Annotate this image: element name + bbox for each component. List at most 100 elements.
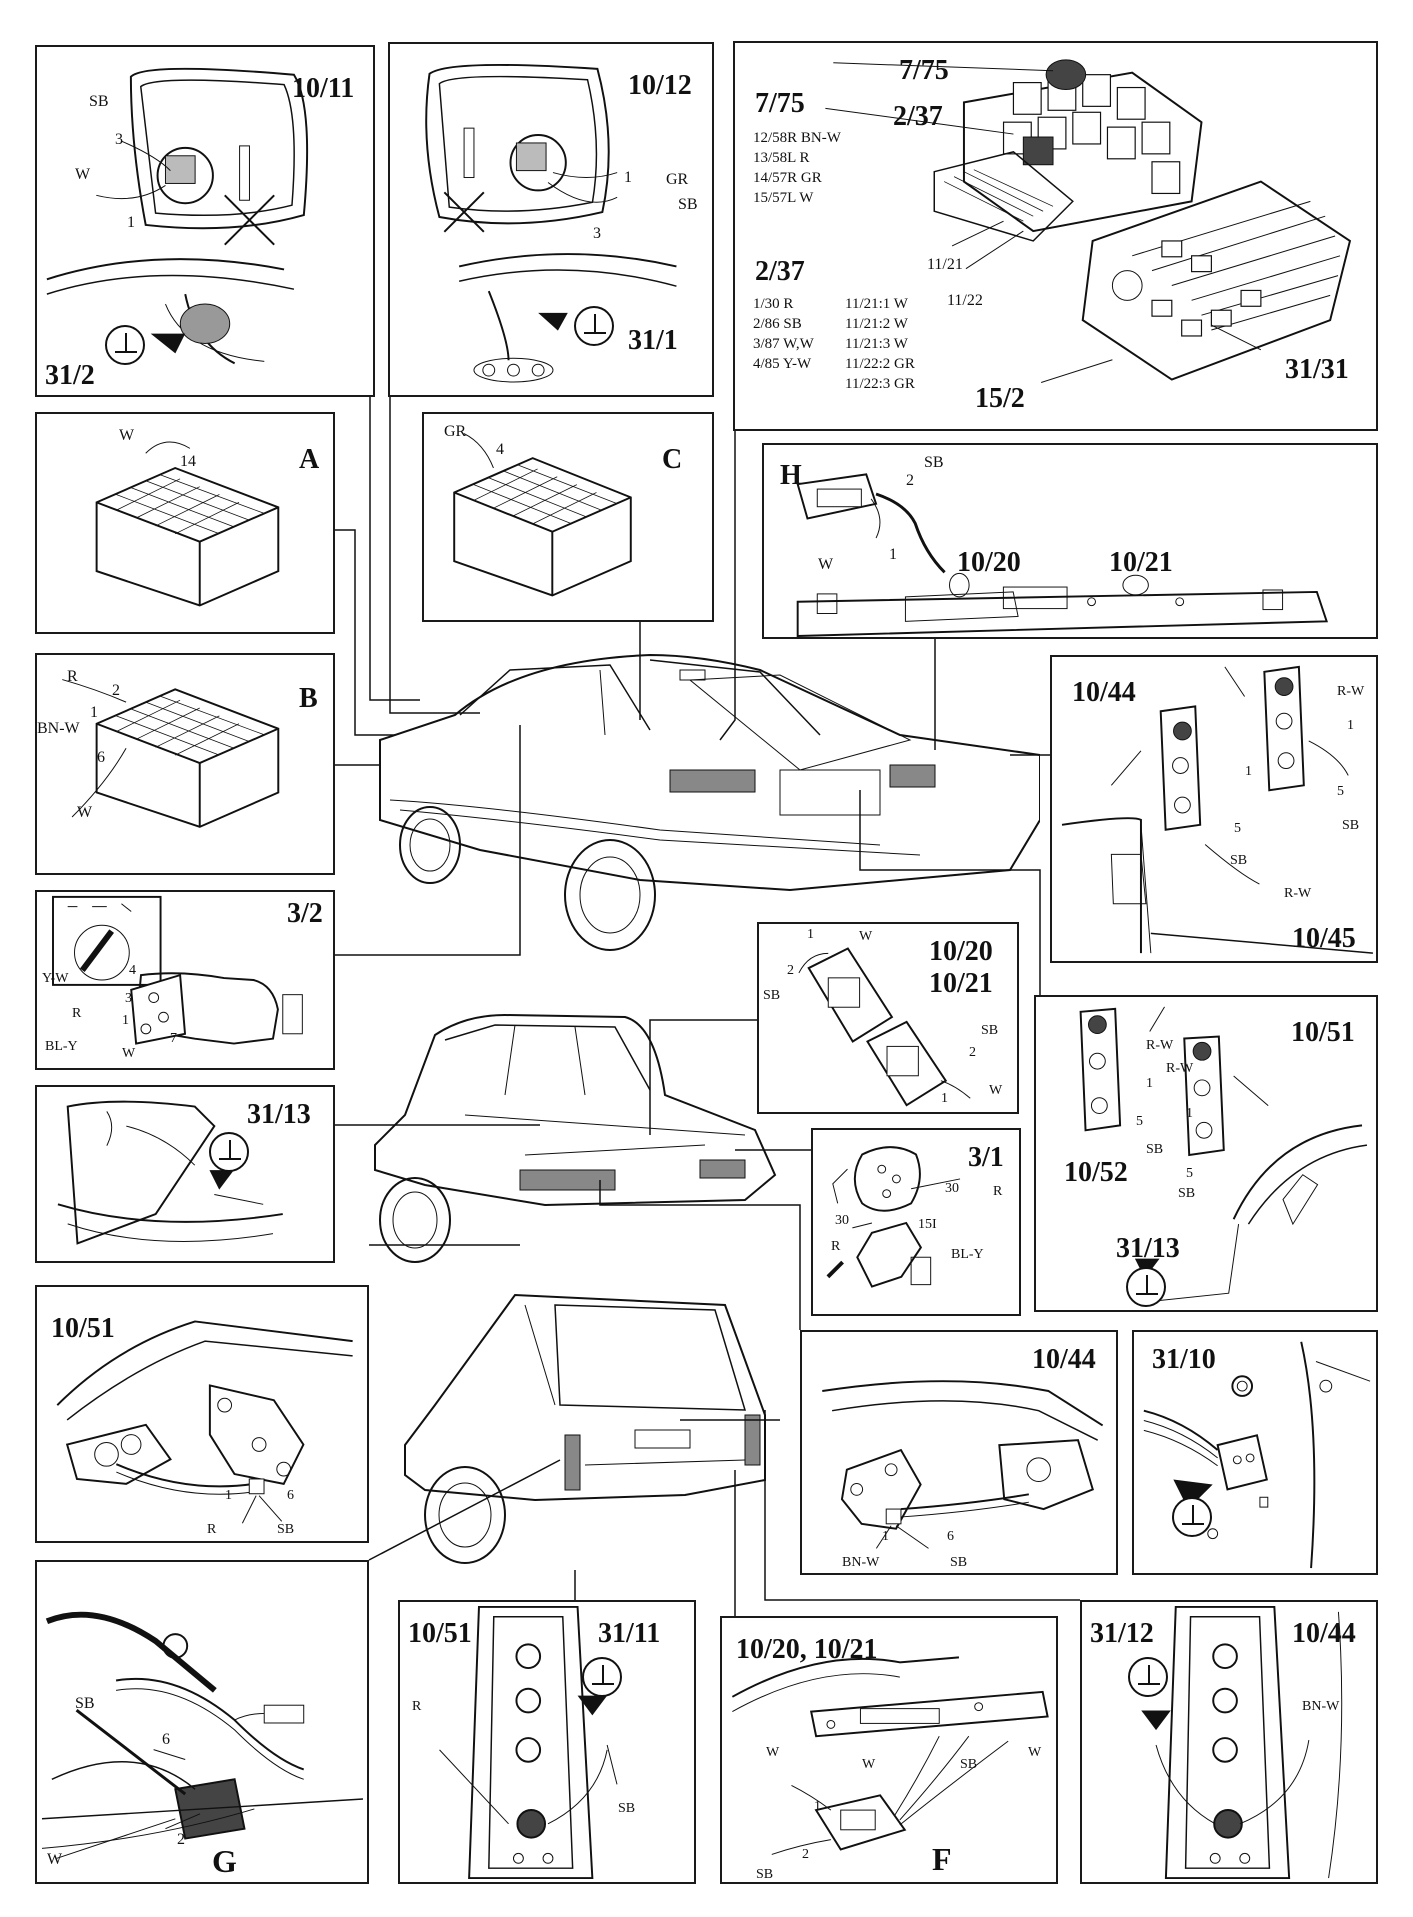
pin-number: 3 <box>125 991 132 1006</box>
panel-label: 10/51 <box>1291 1017 1355 1048</box>
ground-symbol-icon <box>582 1657 622 1697</box>
panel-10-51-rear-light-wiring: 10/51 1 6 R SB <box>35 1285 369 1543</box>
wire-label-sb: SB <box>924 454 944 471</box>
wire-label-w: W <box>859 929 873 944</box>
panel-label: A <box>299 444 320 475</box>
wire-label-y-w: Y-W <box>42 971 69 986</box>
list-item: 11/21:2 W <box>845 316 908 332</box>
pin-number: 6 <box>947 1529 954 1544</box>
wire-label-r: R <box>993 1184 1003 1199</box>
wire-label-sb: SB <box>950 1555 968 1570</box>
bulb-holder-10-44-drawing <box>1141 1605 1343 1880</box>
connector-b-drawing <box>62 679 280 828</box>
wire-label-w: W <box>766 1745 780 1760</box>
tail-light-bulb-holder-drawing <box>1061 665 1373 954</box>
wire-label-sb: SB <box>981 1023 999 1038</box>
pin-number: 1 <box>1186 1106 1193 1121</box>
wire-label-w: W <box>47 1851 63 1868</box>
list-item: 11/21:1 W <box>845 296 908 312</box>
panel-label: 3/1 <box>968 1142 1004 1173</box>
panel-label: 10/12 <box>628 70 692 101</box>
rear-light-wiring-10-51-drawing <box>56 1320 353 1524</box>
wire-label-r: R <box>72 1006 82 1021</box>
pin-number: 1 <box>122 1013 129 1028</box>
panel-label: G <box>212 1843 237 1879</box>
ground-label: 31/2 <box>45 360 95 391</box>
wire-label-bn-w: BN-W <box>842 1555 880 1570</box>
bulb-label-10-20: 10/20 <box>957 547 1021 578</box>
panel-light-switch-3-2: 3/2 Y-W 4 3 R 1 BL-Y W 7 <box>35 890 335 1070</box>
headlight-10-11-drawing <box>46 67 309 365</box>
pin-number: 1 <box>225 1488 232 1503</box>
pin-number: 14 <box>180 453 196 470</box>
panel-10-20-10-21-connectors: 10/20 10/21 1 W 2 SB SB 2 1 W <box>757 922 1019 1114</box>
relay-7-75-pin-list: 12/58R BN-W 13/58L R 14/57R GR 15/57L W <box>753 128 841 208</box>
wire-label-r-w: R-W <box>1284 886 1312 901</box>
pin-number: 1 <box>1347 718 1354 733</box>
relay-2-37-pin-list: 1/30 R 2/86 SB 3/87 W,W 4/85 Y-W <box>753 294 814 374</box>
connector-a-drawing <box>95 441 280 607</box>
ground-point-31-13-drawing <box>57 1100 283 1245</box>
wire-label-r: R <box>412 1699 422 1714</box>
pin-number: 1 <box>90 704 98 721</box>
panel-third-brake-light-h: H SB 2 1 W 10/20 10/21 <box>762 443 1378 639</box>
pin-number: 4 <box>129 963 136 978</box>
connector-11-21-pin-list: 11/21:1 W 11/21:2 W 11/21:3 W 11/22:2 GR… <box>845 294 915 394</box>
pin-number: 7 <box>170 1031 177 1046</box>
list-item: 11/21:3 W <box>845 336 908 352</box>
wire-label-bn-w: BN-W <box>37 720 80 737</box>
panel-31-13-ground: 31/13 <box>35 1085 335 1263</box>
panel-label: B <box>299 683 318 714</box>
panel-label: 10/44 <box>1292 1618 1356 1649</box>
pin-number: 1 <box>1245 764 1252 779</box>
connector-label-11-22: 11/22 <box>947 292 983 309</box>
list-item: 4/85 Y-W <box>753 356 812 372</box>
wire-label-w: W <box>989 1083 1003 1098</box>
wire-label-sb: SB <box>1178 1186 1196 1201</box>
wire-label-gr: GR <box>444 423 467 440</box>
list-item: 11/22:2 GR <box>845 356 915 372</box>
wire-label-w: W <box>818 556 834 573</box>
list-item: 13/58L R <box>753 150 810 166</box>
panel-label: 10/44 <box>1072 677 1136 708</box>
wire-label-gr: GR <box>666 171 689 188</box>
list-item: 1/30 R <box>753 296 794 312</box>
list-title-2-37: 2/37 <box>755 256 805 287</box>
pin-number: 2 <box>112 682 120 699</box>
panel-label: 10/51 <box>408 1618 472 1649</box>
panel-connector-c: C GR 4 <box>422 412 714 622</box>
list-item: 15/57L W <box>753 190 814 206</box>
headlight-10-12-drawing <box>425 63 677 383</box>
panel-label: 3/2 <box>287 898 323 929</box>
wire-label-bl-y: BL-Y <box>951 1247 984 1262</box>
bulb-holder-10-51-drawing <box>439 1605 618 1880</box>
panel-label: 10/11 <box>292 73 355 104</box>
connector-f-drawing <box>731 1656 1049 1855</box>
pin-number: 1 <box>882 1529 889 1544</box>
pin-number: 30 <box>835 1213 849 1228</box>
light-switch-drawing <box>52 895 303 1045</box>
ground-label-31-31: 31/31 <box>1285 354 1349 385</box>
panel-10-11: 10/11 SB 3 W 1 31/2 <box>35 45 375 397</box>
wire-label-bl-y: BL-Y <box>45 1039 78 1054</box>
list-item: 3/87 W,W <box>753 336 814 352</box>
wire-label-w: W <box>75 166 91 183</box>
wire-label-sb: SB <box>678 196 698 213</box>
pin-number: 30 <box>945 1181 959 1196</box>
ground-symbol-icon <box>1126 1267 1166 1307</box>
wire-label-sb: SB <box>618 1801 636 1816</box>
brake-switch-drawing <box>826 1146 961 1288</box>
ground-label: 31/13 <box>1116 1233 1180 1264</box>
pin-number: 15I <box>918 1217 937 1232</box>
wire-label-w: W <box>77 804 93 821</box>
fuse-label-2-37: 2/37 <box>893 101 943 132</box>
panel-label: C <box>662 444 683 475</box>
list-item: 12/58R BN-W <box>753 130 841 146</box>
panel-label-10-21: 10/21 <box>929 968 993 999</box>
panel-10-44-bulb-holder-wagon: 31/12 10/44 BN-W <box>1080 1600 1378 1884</box>
pin-number: 2 <box>787 963 794 978</box>
label-15-2: 15/2 <box>975 383 1025 414</box>
pin-number: 1 <box>889 546 897 563</box>
wire-label-w: W <box>122 1046 136 1061</box>
wire-label-r-w: R-W <box>1166 1061 1194 1076</box>
